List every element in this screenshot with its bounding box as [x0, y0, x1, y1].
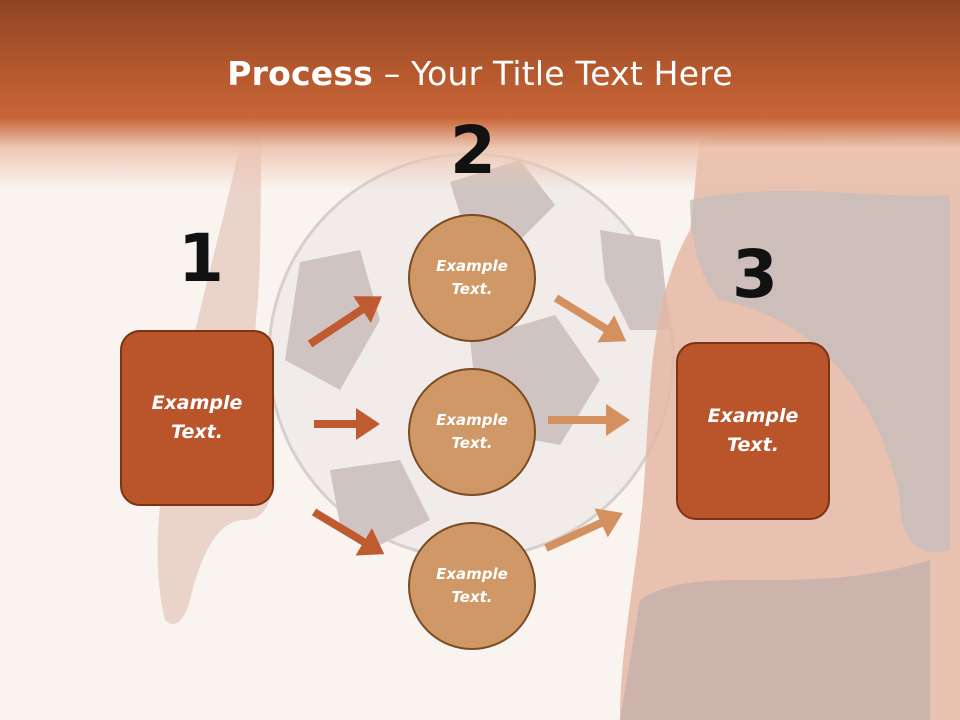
arrow-from-circle-top [553, 294, 627, 343]
circle-bottom: Example Text. [408, 522, 536, 650]
circle-top-text: Example Text. [436, 257, 508, 298]
slide-title: Process – Your Title Text Here [0, 54, 960, 93]
step-3-box: Example Text. [676, 342, 830, 520]
arrow-to-circle-bottom [311, 508, 385, 556]
circle-top: Example Text. [408, 214, 536, 342]
step-number-1: 1 [178, 220, 224, 297]
header-band [0, 0, 960, 190]
circle-middle: Example Text. [408, 368, 536, 496]
step-number-3: 3 [732, 236, 778, 313]
arrow-to-circle-top [307, 296, 383, 348]
step-number-2: 2 [450, 112, 496, 189]
step-3-box-text: Example Text. [707, 405, 799, 456]
title-rest: – Your Title Text Here [373, 54, 733, 93]
arrow-from-circle-bottom [544, 508, 623, 552]
title-bold: Process [227, 54, 374, 93]
step-1-box-text: Example Text. [151, 392, 243, 443]
circle-middle-text: Example Text. [436, 411, 508, 452]
step-1-box: Example Text. [120, 330, 274, 506]
circle-bottom-text: Example Text. [436, 565, 508, 606]
